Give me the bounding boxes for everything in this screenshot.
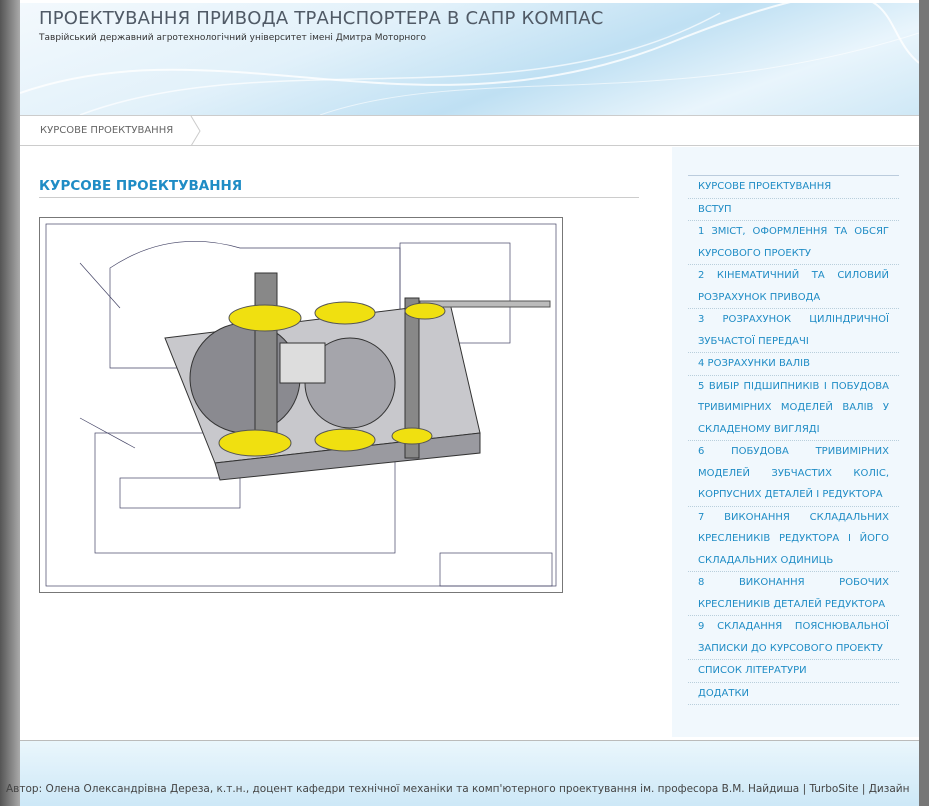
page-title: КУРСОВЕ ПРОЕКТУВАННЯ (39, 178, 639, 198)
sidebar-item-2[interactable]: 2 КІНЕМАТИЧНИЙ ТА СИЛОВИЙ РОЗРАХУНОК ПРИ… (688, 265, 899, 309)
sidebar-item-1[interactable]: 1 ЗМІСТ, ОФОРМЛЕННЯ ТА ОБСЯГ КУРСОВОГО П… (688, 221, 899, 265)
sidebar-item-9[interactable]: 9 СКЛАДАННЯ ПОЯСНЮВАЛЬНОЇ ЗАПИСКИ ДО КУР… (688, 616, 899, 660)
sidebar-item-8[interactable]: 8 ВИКОНАННЯ РОБОЧИХ КРЕСЛЕНИКІВ ДЕТАЛЕЙ … (688, 572, 899, 616)
window-edge-right (919, 0, 929, 806)
site-footer: Автор: Олена Олександрівна Дереза, к.т.н… (6, 740, 919, 806)
sidebar-item-3[interactable]: 3 РОЗРАХУНОК ЦИЛІНДРИЧНОЇ ЗУБЧАСТОЇ ПЕРЕ… (688, 309, 899, 353)
page: ПРОЕКТУВАННЯ ПРИВОДА ТРАНСПОРТЕРА В САПР… (6, 0, 919, 806)
sidebar: КУРСОВЕ ПРОЕКТУВАННЯ ВСТУП 1 ЗМІСТ, ОФОР… (672, 147, 919, 737)
sidebar-item-7[interactable]: 7 ВИКОНАННЯ СКЛАДАЛЬНИХ КРЕСЛЕНИКІВ РЕДУ… (688, 507, 899, 572)
sidebar-item-6[interactable]: 6 ПОБУДОВА ТРИВИМІРНИХ МОДЕЛЕЙ ЗУБЧАСТИХ… (688, 441, 899, 507)
site-title[interactable]: ПРОЕКТУВАННЯ ПРИВОДА ТРАНСПОРТЕРА В САПР… (39, 8, 604, 29)
sidebar-item-intro[interactable]: ВСТУП (688, 199, 899, 221)
site-header: ПРОЕКТУВАННЯ ПРИВОДА ТРАНСПОРТЕРА В САПР… (20, 3, 919, 115)
breadcrumb-separator-icon (190, 116, 201, 146)
content-area: КУРСОВЕ ПРОЕКТУВАННЯ КУРСОВЕ ПРОЕКТУВАНН… (20, 147, 919, 737)
sidebar-item-4[interactable]: 4 РОЗРАХУНКИ ВАЛІВ (688, 353, 899, 376)
sidebar-item-references[interactable]: СПИСОК ЛІТЕРАТУРИ (688, 660, 899, 683)
sidebar-menu: КУРСОВЕ ПРОЕКТУВАННЯ ВСТУП 1 ЗМІСТ, ОФОР… (688, 175, 899, 705)
footer-text: Автор: Олена Олександрівна Дереза, к.т.н… (6, 783, 910, 795)
gearbox-drawing-image (39, 217, 563, 593)
sidebar-item-5[interactable]: 5 ВИБІР ПІДШИПНИКІВ І ПОБУДОВА ТРИВИМІРН… (688, 376, 899, 441)
window-edge (0, 0, 20, 806)
site-subtitle: Таврійський державний агротехнологічний … (39, 33, 427, 43)
sidebar-item-course-design[interactable]: КУРСОВЕ ПРОЕКТУВАННЯ (688, 176, 899, 199)
breadcrumb: КУРСОВЕ ПРОЕКТУВАННЯ (20, 115, 919, 146)
header-waves (20, 3, 919, 115)
sidebar-item-appendices[interactable]: ДОДАТКИ (688, 683, 899, 705)
breadcrumb-item-course-design[interactable]: КУРСОВЕ ПРОЕКТУВАННЯ (40, 125, 174, 136)
